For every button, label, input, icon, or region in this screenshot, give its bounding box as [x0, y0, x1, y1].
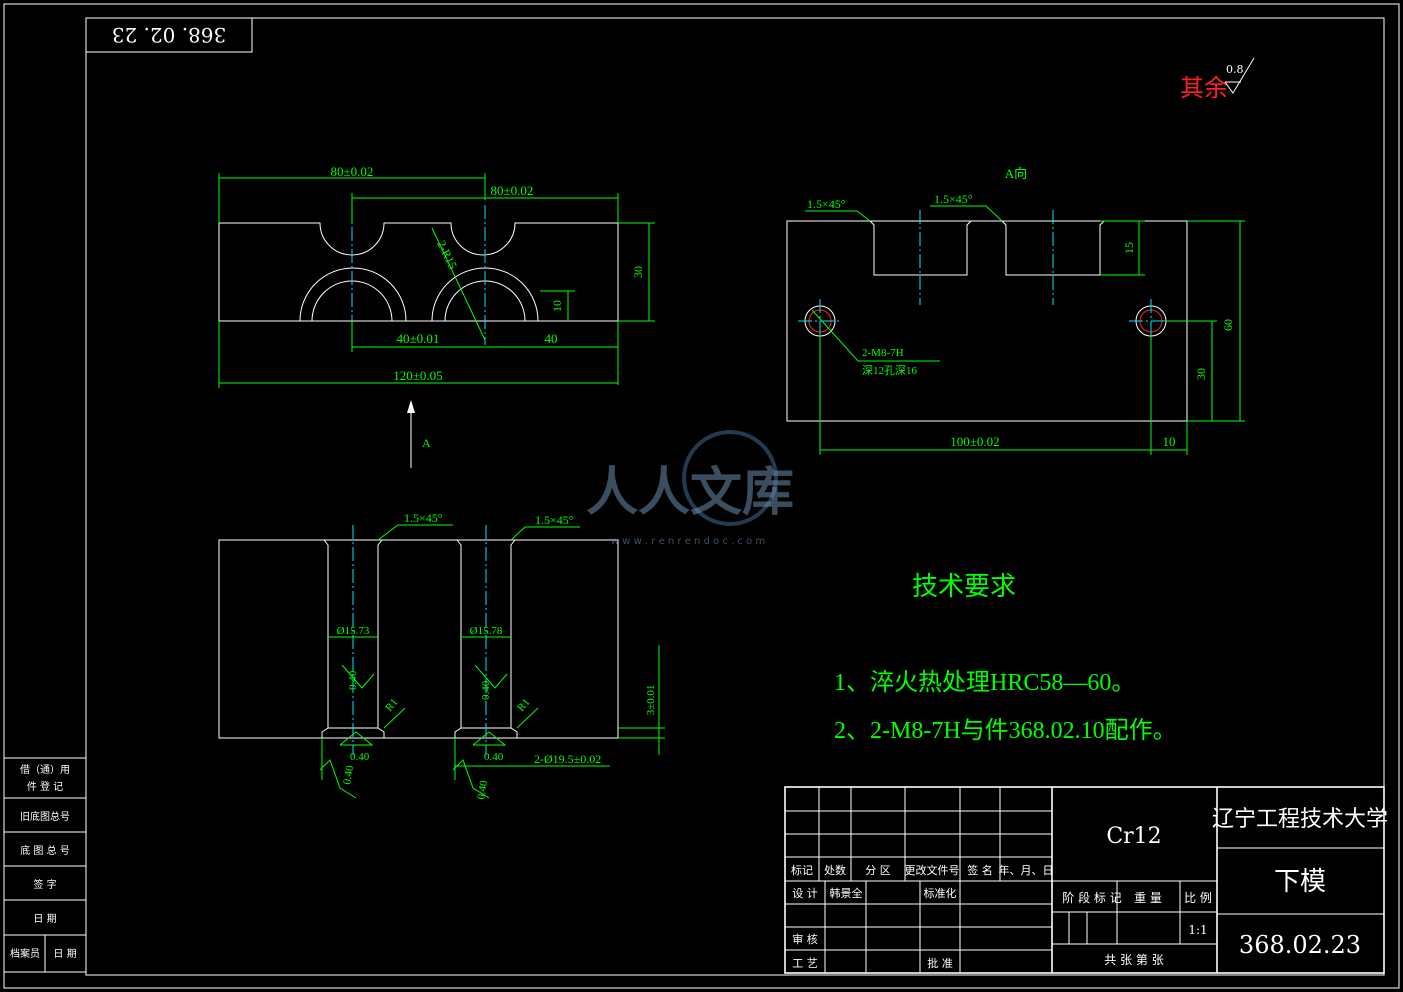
left-strip-table: 借（通）用 件 登 记 旧底图总号 底 图 总 号 签 字 日 期 档案员 日 … — [3, 757, 87, 973]
svg-text:0.40: 0.40 — [484, 751, 504, 763]
outer-border — [3, 3, 1400, 989]
svg-text:重 量: 重 量 — [1134, 891, 1162, 905]
svg-text:年、月、日: 年、月、日 — [999, 863, 1054, 877]
svg-text:60: 60 — [1221, 319, 1235, 331]
svg-text:处数: 处数 — [824, 864, 846, 877]
svg-text:A: A — [422, 436, 431, 450]
svg-text:80±0.02: 80±0.02 — [491, 183, 534, 198]
svg-text:A向: A向 — [1005, 166, 1027, 181]
svg-text:2-R15: 2-R15 — [434, 238, 460, 271]
svg-text:2-M8-7H: 2-M8-7H — [862, 347, 904, 359]
front-view: 80±0.02 80±0.02 2-R15 30 10 40±0.01 40 1… — [218, 164, 655, 388]
svg-text:工 艺: 工 艺 — [792, 957, 818, 970]
svg-text:旧底图总号: 旧底图总号 — [20, 810, 70, 823]
svg-text:Ø15.78: Ø15.78 — [470, 625, 503, 637]
svg-text:标准化: 标准化 — [924, 886, 957, 900]
svg-text:共 张 第 张: 共 张 第 张 — [1104, 953, 1163, 967]
svg-text:0.8: 0.8 — [1226, 63, 1244, 76]
svg-text:40±0.01: 40±0.01 — [397, 331, 440, 346]
svg-text:其余: 其余 — [1180, 74, 1228, 102]
svg-text:签 名: 签 名 — [967, 863, 993, 877]
svg-text:件 登 记: 件 登 记 — [27, 780, 63, 793]
svg-text:审 核: 审 核 — [792, 932, 818, 946]
title-block: 标记 处数 分 区 更改文件号 签 名 年、月、日 设 计 韩景全 标准化 审 … — [784, 786, 1388, 974]
svg-text:10: 10 — [550, 300, 564, 312]
svg-text:比 例: 比 例 — [1184, 891, 1212, 905]
svg-text:100±0.02: 100±0.02 — [950, 434, 999, 449]
svg-text:Ø15.73: Ø15.73 — [337, 625, 370, 637]
svg-text:更改文件号: 更改文件号 — [905, 863, 960, 877]
svg-text:368.02.23: 368.02.23 — [1239, 931, 1361, 959]
svg-text:1.5×45°: 1.5×45° — [934, 192, 973, 206]
svg-text:人人文库: 人人文库 — [586, 463, 794, 523]
svg-text:签 字: 签 字 — [33, 878, 56, 891]
svg-text:韩景全: 韩景全 — [830, 886, 863, 900]
svg-text:w w w . r e n r e n d o c . c: w w w . r e n r e n d o c . c o m — [611, 536, 765, 547]
svg-text:下模: 下模 — [1274, 867, 1326, 897]
svg-text:0.40: 0.40 — [341, 764, 356, 786]
svg-text:辽宁工程技术大学: 辽宁工程技术大学 — [1212, 807, 1388, 832]
tech-requirements: 技术要求 1、淬火热处理HRC58—60。 2、2-M8-7H与件368.02.… — [834, 572, 1177, 744]
svg-text:368. 02. 23: 368. 02. 23 — [112, 23, 227, 47]
svg-text:1.5×45°: 1.5×45° — [535, 513, 574, 527]
svg-text:30: 30 — [631, 266, 645, 278]
watermark: 人人文库 w w w . r e n r e n d o c . c o m — [586, 430, 794, 547]
svg-text:0.40: 0.40 — [475, 779, 490, 801]
svg-text:120±0.05: 120±0.05 — [393, 368, 442, 383]
svg-text:设 计: 设 计 — [792, 887, 818, 900]
svg-text:日 期: 日 期 — [33, 913, 56, 925]
svg-text:R1: R1 — [383, 696, 400, 714]
svg-text:80±0.02: 80±0.02 — [331, 164, 374, 179]
inner-border — [85, 17, 1385, 976]
svg-text:0.40: 0.40 — [347, 670, 359, 690]
svg-text:标记: 标记 — [791, 863, 813, 877]
svg-text:技术要求: 技术要求 — [912, 572, 1016, 601]
svg-text:R1: R1 — [515, 696, 532, 714]
svg-text:借（通）用: 借（通）用 — [20, 764, 70, 776]
svg-text:2-Ø19.5±0.02: 2-Ø19.5±0.02 — [534, 752, 601, 766]
svg-text:分 区: 分 区 — [865, 864, 891, 877]
svg-text:底 图 总 号: 底 图 总 号 — [20, 844, 70, 857]
svg-text:40: 40 — [545, 331, 558, 346]
svg-text:1.5×45°: 1.5×45° — [404, 511, 443, 525]
svg-text:Cr12: Cr12 — [1106, 824, 1161, 849]
svg-text:1:1: 1:1 — [1188, 923, 1207, 937]
svg-text:0.40: 0.40 — [480, 680, 492, 700]
svg-text:日 期: 日 期 — [53, 948, 76, 960]
svg-text:1.5×45°: 1.5×45° — [807, 197, 846, 211]
svg-text:阶 段 标 记: 阶 段 标 记 — [1062, 890, 1121, 905]
section-view: 1.5×45° 1.5×45° Ø15.73 Ø15.78 0.40 0.40 … — [218, 511, 665, 801]
view-arrow-a: A — [407, 400, 431, 468]
svg-text:批 准: 批 准 — [927, 956, 953, 970]
svg-text:1、淬火热处理HRC58—60。: 1、淬火热处理HRC58—60。 — [834, 669, 1135, 696]
svg-text:2、2-M8-7H与件368.02.10配作。: 2、2-M8-7H与件368.02.10配作。 — [834, 717, 1177, 744]
svg-text:15: 15 — [1122, 242, 1136, 254]
svg-text:3±0.01: 3±0.01 — [645, 685, 657, 716]
svg-text:30: 30 — [1194, 368, 1208, 380]
drawing-number-stamp: 368. 02. 23 — [85, 17, 253, 53]
svg-text:深12孔深16: 深12孔深16 — [862, 364, 917, 377]
svg-text:档案员: 档案员 — [10, 947, 40, 960]
svg-text:10: 10 — [1163, 434, 1176, 449]
side-view-a: A向 1.5×45° 1 — [786, 166, 1245, 455]
roughness-note: 其余 0.8 — [1180, 57, 1255, 102]
svg-text:0.40: 0.40 — [350, 751, 370, 763]
